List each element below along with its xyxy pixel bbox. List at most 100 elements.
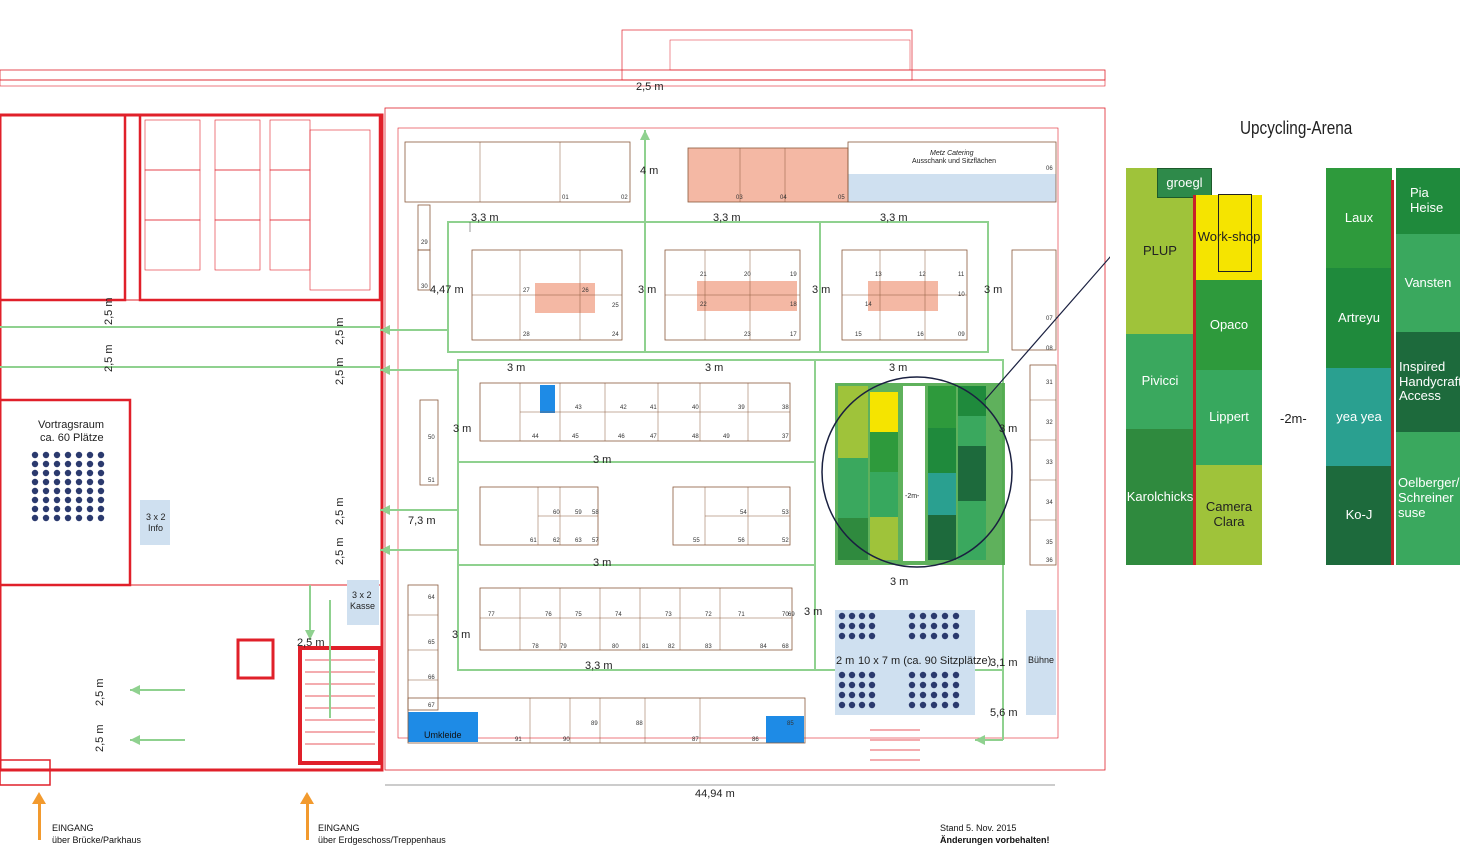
seat-dot — [97, 478, 105, 486]
dim-label: 3 m — [984, 284, 1003, 296]
seat-dot — [31, 496, 39, 504]
arena-zone-karolchicks: Karolchicks — [1126, 429, 1194, 565]
seat-dot — [42, 451, 50, 459]
booth-number: 84 — [760, 644, 767, 650]
booth-number: 25 — [612, 303, 619, 309]
entrance-1-title: EINGANG — [52, 823, 94, 833]
booth-number: 57 — [592, 538, 599, 544]
booth-number: 86 — [752, 737, 759, 743]
entrance-1: EINGANG über Brücke/Parkhaus — [52, 822, 141, 846]
seat-dot — [64, 496, 72, 504]
booth-number: 69 — [788, 612, 795, 618]
arena-right-divider — [1391, 180, 1394, 565]
booth-number: 60 — [553, 510, 560, 516]
seat-dot — [64, 451, 72, 459]
booth-number: 76 — [545, 612, 552, 618]
booth-number: 03 — [736, 195, 743, 201]
dim-label: 3,3 m — [585, 660, 613, 672]
seating-dots — [31, 451, 960, 709]
entrance-2: EINGANG über Erdgeschoss/Treppenhaus — [318, 822, 446, 846]
seat-dot — [838, 671, 846, 679]
blue-blocks — [408, 385, 804, 743]
booth-number: 56 — [738, 538, 745, 544]
booth-number: 11 — [958, 272, 965, 278]
booth-dividers — [408, 142, 1056, 743]
arena-zone-pia-heise: Pia Heise — [1396, 168, 1460, 234]
seat-dot — [848, 632, 856, 640]
seat-dot — [86, 478, 94, 486]
booth-number: 21 — [700, 272, 707, 278]
seat-dot — [838, 681, 846, 689]
seat-dot — [919, 622, 927, 630]
salmon-areas — [535, 148, 938, 313]
seat-dot — [908, 612, 916, 620]
lightblue-areas — [140, 174, 1056, 715]
dim-label: 3,3 m — [471, 212, 499, 224]
booth-number: 65 — [428, 640, 435, 646]
booth-number: 66 — [428, 675, 435, 681]
arena-zone-opaco: Opaco — [1196, 280, 1262, 370]
seat-dot — [908, 681, 916, 689]
seat-dot — [941, 681, 949, 689]
seat-dot — [838, 701, 846, 709]
booth-number: 08 — [1046, 346, 1053, 352]
arena-zone-yea-yea: yea yea — [1326, 368, 1392, 466]
entrance-arrow-icon — [300, 792, 314, 840]
booth-number: 32 — [1046, 420, 1053, 426]
seat-dot — [838, 622, 846, 630]
dim-label: 3 m — [705, 362, 724, 374]
booth-number: 77 — [488, 612, 495, 618]
dim-label: 3 m — [507, 362, 526, 374]
booth-number: 17 — [790, 332, 797, 338]
entrance-2-sub: über Erdgeschoss/Treppenhaus — [318, 835, 446, 846]
dim-label: 3 m — [453, 423, 472, 435]
seat-dot — [919, 681, 927, 689]
workshop-frame — [1218, 194, 1252, 272]
seat-dot — [908, 701, 916, 709]
seat-dot — [53, 460, 61, 468]
booth-number: 72 — [705, 612, 712, 618]
seat-dot — [42, 478, 50, 486]
booth-number: 06 — [1046, 166, 1053, 172]
seat-dot — [86, 514, 94, 522]
seat-dot — [848, 691, 856, 699]
seat-dot — [64, 487, 72, 495]
booth-number: 42 — [620, 405, 627, 411]
dim-label: 2,5 m — [636, 81, 664, 93]
booth-number: 10 — [958, 292, 965, 298]
seat-dot — [42, 514, 50, 522]
seat-dot — [868, 632, 876, 640]
booth-number: 88 — [636, 721, 643, 727]
booth-number: 43 — [575, 405, 582, 411]
seat-dot — [930, 681, 938, 689]
seat-dot — [930, 701, 938, 709]
seat-dot — [97, 451, 105, 459]
stand-date: Stand 5. Nov. 2015 — [940, 823, 1017, 833]
booth-number: 87 — [692, 737, 699, 743]
building-walls — [0, 29, 1106, 786]
seat-dot — [31, 514, 39, 522]
booth-number: 70 — [782, 612, 789, 618]
arena-zone-ko-j: Ko-J — [1326, 466, 1392, 565]
seat-dot — [848, 612, 856, 620]
seat-dot — [31, 478, 39, 486]
booth-number: 30 — [421, 284, 428, 290]
dim-label: 3 m — [638, 284, 657, 296]
booth-number: 54 — [740, 510, 747, 516]
seat-dot — [952, 632, 960, 640]
booth-number: 02 — [621, 195, 628, 201]
seat-dot — [858, 701, 866, 709]
seat-dot — [858, 681, 866, 689]
info-size: 3 x 2 — [146, 512, 166, 522]
seat-dot — [941, 622, 949, 630]
dim-label: 4 m — [640, 165, 659, 177]
seat-dot — [86, 460, 94, 468]
seat-dot — [86, 496, 94, 504]
arena-mini — [821, 256, 1110, 568]
dim-label: 2,5 m — [94, 724, 106, 752]
seat-dot — [952, 622, 960, 630]
booth-number: 58 — [592, 510, 599, 516]
seat-dot — [930, 622, 938, 630]
seat-dot — [952, 681, 960, 689]
seat-dot — [42, 496, 50, 504]
